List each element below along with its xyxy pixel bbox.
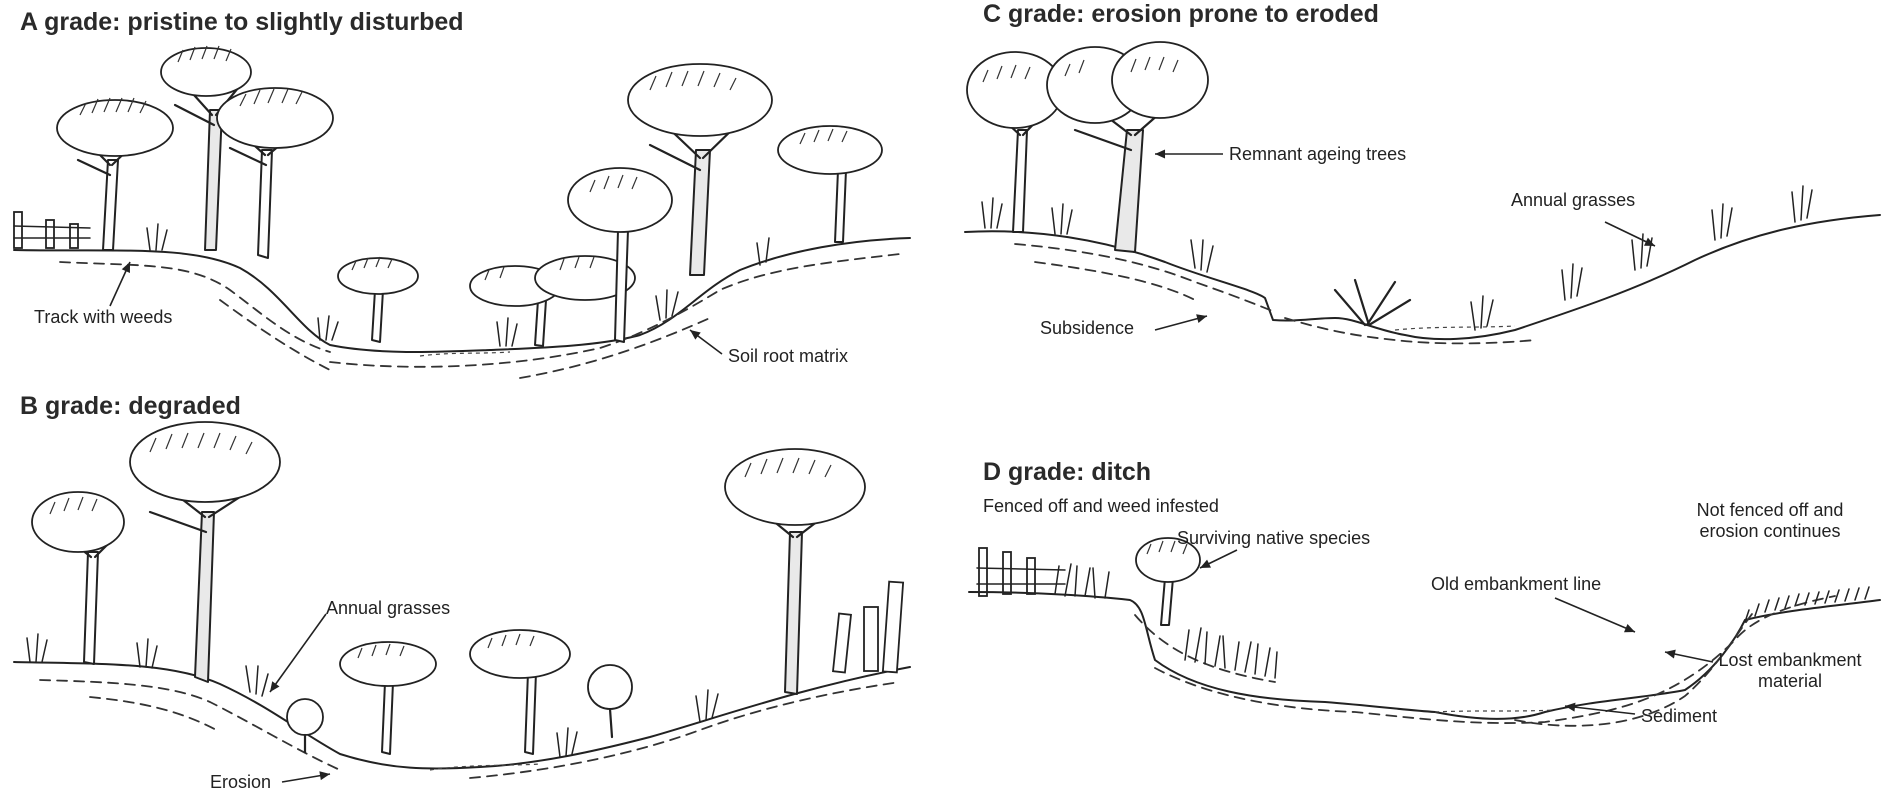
arrowhead bbox=[690, 330, 701, 340]
panel-a-grade: A grade: pristine to slightly disturbed bbox=[0, 0, 930, 400]
arrows-panel-a bbox=[0, 0, 930, 400]
arrows-panel-d bbox=[955, 400, 1890, 804]
arrowhead bbox=[270, 681, 280, 692]
arrowhead bbox=[319, 771, 330, 780]
arrowhead bbox=[1665, 650, 1676, 659]
panel-b-grade: B grade: degraded bbox=[0, 392, 930, 804]
arrowhead bbox=[1155, 150, 1165, 159]
arrowhead bbox=[1196, 314, 1207, 323]
panel-d-grade: D grade: ditch bbox=[955, 400, 1890, 804]
arrows-panel-c bbox=[955, 0, 1890, 400]
panel-c-grade: C grade: erosion prone to eroded bbox=[955, 0, 1890, 400]
arrowhead bbox=[1565, 703, 1575, 712]
arrows-panel-b bbox=[0, 392, 930, 804]
